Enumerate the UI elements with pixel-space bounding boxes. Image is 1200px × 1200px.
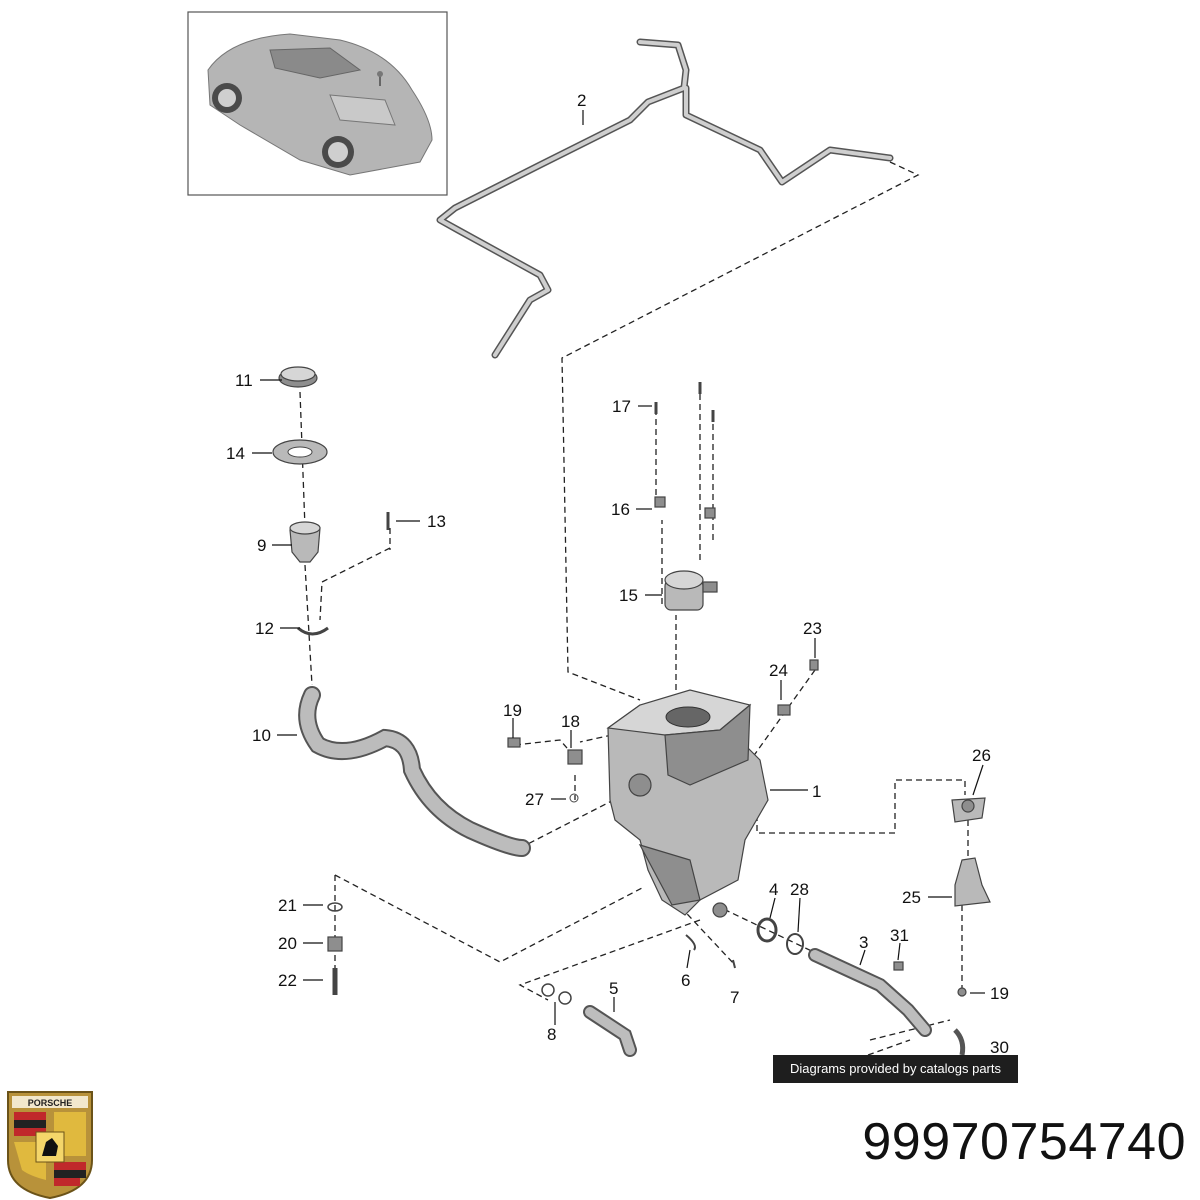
callout-11: 11 — [235, 371, 253, 390]
callout-21: 21 — [278, 896, 297, 915]
callout-5: 5 — [609, 979, 618, 998]
credit-banner: Diagrams provided by catalogs parts — [773, 1055, 1018, 1083]
callout-19a: 19 — [503, 701, 522, 720]
clamp-4 — [756, 917, 778, 943]
hose-3 — [808, 948, 932, 1037]
filler-cap-11 — [278, 366, 318, 388]
hose-5 — [583, 1005, 637, 1057]
callout-7: 7 — [730, 988, 739, 1007]
callout-22: 22 — [278, 971, 297, 990]
car-thumbnail — [187, 11, 448, 196]
callout-13: 13 — [427, 512, 446, 531]
pump-15 — [664, 570, 718, 611]
callout-25: 25 — [902, 888, 921, 907]
callout-17: 17 — [612, 397, 631, 416]
callout-4: 4 — [769, 880, 778, 899]
callout-12: 12 — [255, 619, 274, 638]
clip-12 — [297, 626, 329, 636]
callout-18: 18 — [561, 712, 580, 731]
callout-1: 1 — [812, 782, 821, 801]
callout-10: 10 — [252, 726, 271, 745]
callouts: 1 2 3 4 5 6 7 8 9 10 11 12 13 14 15 16 1… — [226, 91, 1009, 1057]
part-number: 99970754740 — [862, 1113, 1186, 1171]
callout-27: 27 — [525, 790, 544, 809]
assembly-lines — [299, 161, 969, 1056]
callout-2: 2 — [577, 91, 586, 110]
svg-text:PORSCHE: PORSCHE — [28, 1098, 73, 1108]
callout-15: 15 — [619, 586, 638, 605]
filler-neck-9 — [289, 521, 321, 563]
seal-ring-14 — [272, 439, 328, 465]
fasteners — [327, 382, 967, 1005]
callout-19b: 19 — [990, 984, 1009, 1003]
callout-3: 3 — [859, 933, 868, 952]
hose-10 — [298, 686, 531, 857]
porsche-crest-logo: PORSCHE — [7, 1091, 93, 1200]
part-30 — [953, 1028, 966, 1056]
callout-26: 26 — [972, 746, 991, 765]
callout-6: 6 — [681, 971, 690, 990]
clip-28 — [786, 933, 804, 955]
pipe-2 — [436, 38, 894, 359]
callout-28: 28 — [790, 880, 809, 899]
callout-30: 30 — [990, 1038, 1009, 1057]
leader-lines — [252, 110, 985, 1025]
callout-14: 14 — [226, 444, 245, 463]
reservoir-1 — [606, 689, 769, 918]
callout-9: 9 — [257, 536, 266, 555]
callout-24: 24 — [769, 661, 788, 680]
callout-31: 31 — [890, 926, 909, 945]
callout-23: 23 — [803, 619, 822, 638]
bracket-26 — [951, 797, 986, 823]
callout-8: 8 — [547, 1025, 556, 1044]
callout-16: 16 — [611, 500, 630, 519]
callout-20: 20 — [278, 934, 297, 953]
sensor-25 — [954, 857, 991, 907]
